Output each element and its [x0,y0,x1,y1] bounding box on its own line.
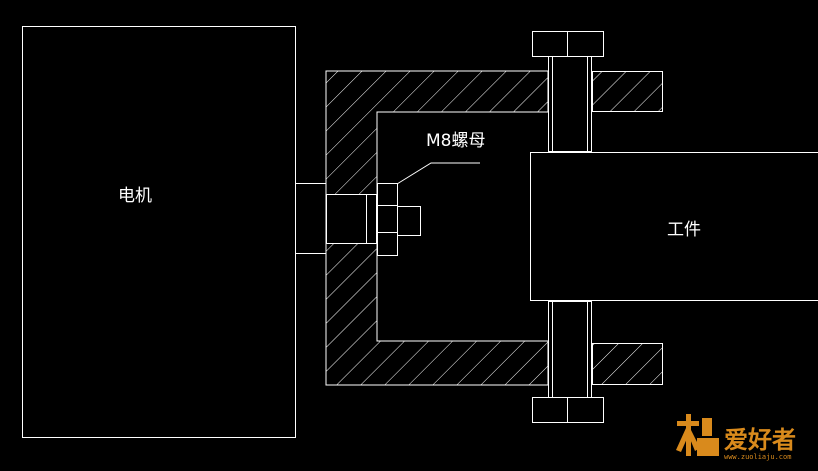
workpiece-label: 工件 [667,220,701,240]
workpiece [530,152,818,301]
nut-leader-line [396,162,480,185]
nut-label: M8螺母 [426,131,485,151]
shaft-insert [326,194,377,244]
top-clamp-bolt [532,31,604,152]
bottom-clamp-bolt [532,301,604,423]
wood-logo-icon [676,414,719,456]
motor-body [22,26,296,438]
watermark-logo: 爱好者 www.zuoliaju.com [676,414,796,461]
watermark-text: 爱好者 [724,426,796,454]
motor-shaft [295,183,327,254]
m8-nut [377,183,421,256]
watermark-url: www.zuoliaju.com [724,453,791,461]
motor-label: 电机 [118,186,152,206]
